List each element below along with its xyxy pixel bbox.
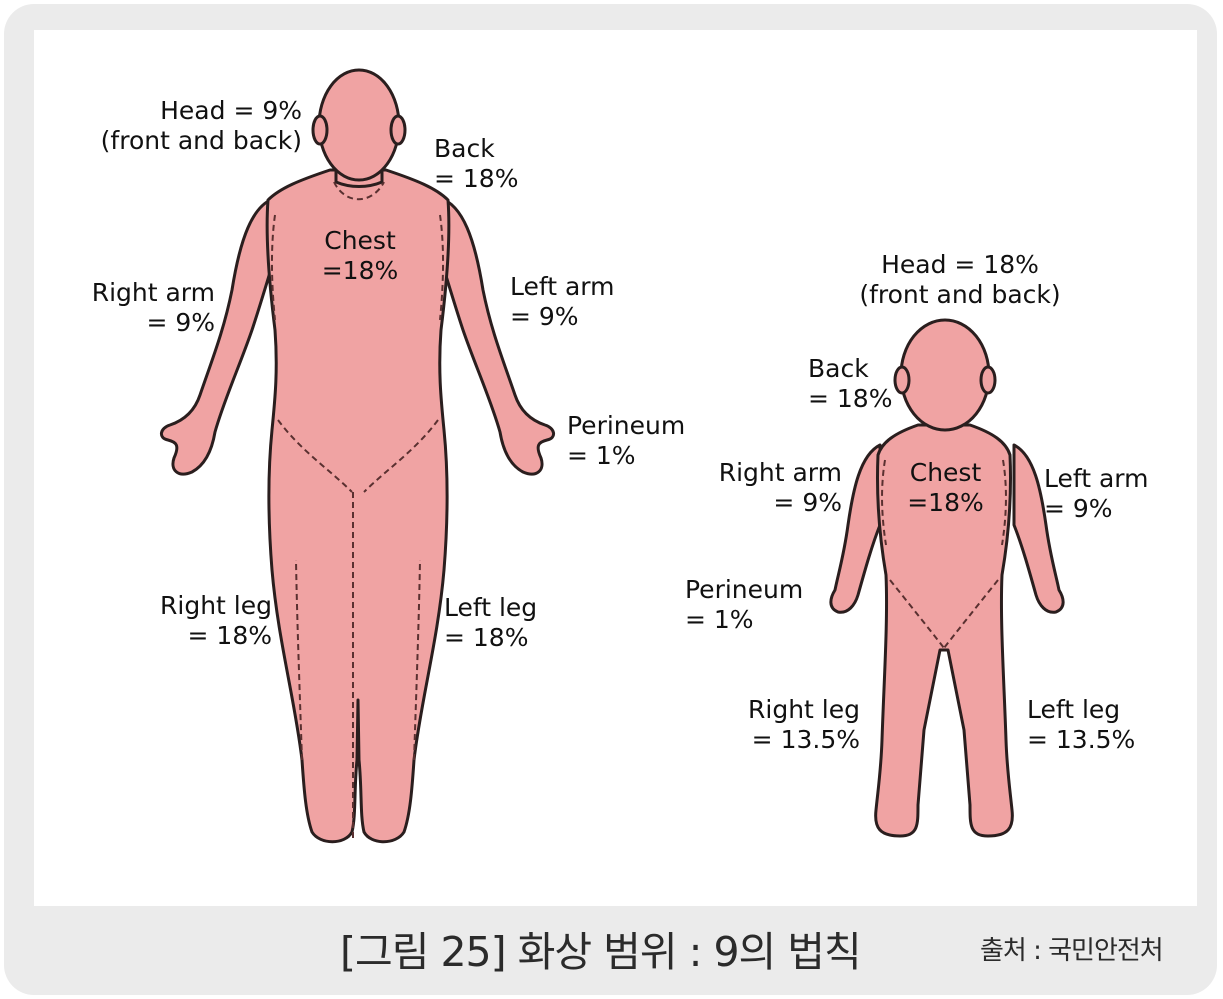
child-left-arm-name: Left arm [1044,464,1149,494]
child-chest-label: Chest =18% [888,458,1003,518]
adult-left-arm-value: = 9% [510,302,615,332]
adult-head-value: Head = 9% [70,96,302,126]
child-left-arm-label: Left arm = 9% [1044,464,1149,524]
child-chest-value: =18% [888,488,1003,518]
child-right-arm-label: Right arm = 9% [690,458,842,518]
child-right-leg-name: Right leg [700,695,860,725]
adult-left-leg-name: Left leg [444,593,537,623]
adult-right-arm-label: Right arm = 9% [60,278,215,338]
child-left-arm-value: = 9% [1044,494,1149,524]
adult-back-name: Back [434,134,518,164]
adult-chest-value: =18% [300,256,420,286]
child-left-leg-value: = 13.5% [1027,725,1135,755]
adult-perineum-label: Perineum = 1% [567,411,685,471]
adult-back-label: Back = 18% [434,134,518,194]
adult-left-arm [435,198,554,474]
child-right-arm-prefix: = [773,488,802,517]
child-chest-name: Chest [888,458,1003,488]
adult-chest-label: Chest =18% [300,226,420,286]
adult-left-arm-name: Left arm [510,272,615,302]
adult-right-leg-name: Right leg [120,591,272,621]
child-head [901,320,989,430]
adult-right-arm-name: Right arm [60,278,215,308]
adult-head-note: (front and back) [70,126,302,156]
child-head-label: Head = 18% (front and back) [830,250,1090,310]
child-right-leg-value: = 13.5% [700,725,860,755]
child-back-label: Back = 18% [808,354,892,414]
child-left-leg-label: Left leg = 13.5% [1027,695,1135,755]
child-perineum-value: = 1% [685,605,803,635]
child-right-arm-value: = 9% [690,488,842,518]
adult-perineum-name: Perineum [567,411,685,441]
adult-left-leg-label: Left leg = 18% [444,593,537,653]
adult-left-leg-value: = 18% [444,623,537,653]
child-back-value: = 18% [808,384,892,414]
figure-caption: [그림 25] 화상 범위 : 9의 법칙 [340,918,861,978]
adult-perineum-value: = 1% [567,441,685,471]
adult-right-leg-value: = 18% [120,621,272,651]
adult-chest-name: Chest [300,226,420,256]
adult-left-arm-label: Left arm = 9% [510,272,615,332]
child-head-note: (front and back) [830,280,1090,310]
figure-source: 출처 : 국민안전처 [980,930,1163,967]
child-right-arm-percent: 9% [802,488,842,517]
adult-back-value: = 18% [434,164,518,194]
child-left-leg-name: Left leg [1027,695,1135,725]
child-back-name: Back [808,354,892,384]
child-perineum-name: Perineum [685,575,803,605]
child-perineum-label: Perineum = 1% [685,575,803,635]
adult-right-leg-label: Right leg = 18% [120,591,272,651]
child-head-value: Head = 18% [830,250,1090,280]
adult-head-label: Head = 9% (front and back) [70,96,302,156]
adult-right-arm-value: = 9% [60,308,215,338]
child-right-arm-name: Right arm [690,458,842,488]
adult-head [319,70,399,180]
child-right-leg-label: Right leg = 13.5% [700,695,860,755]
